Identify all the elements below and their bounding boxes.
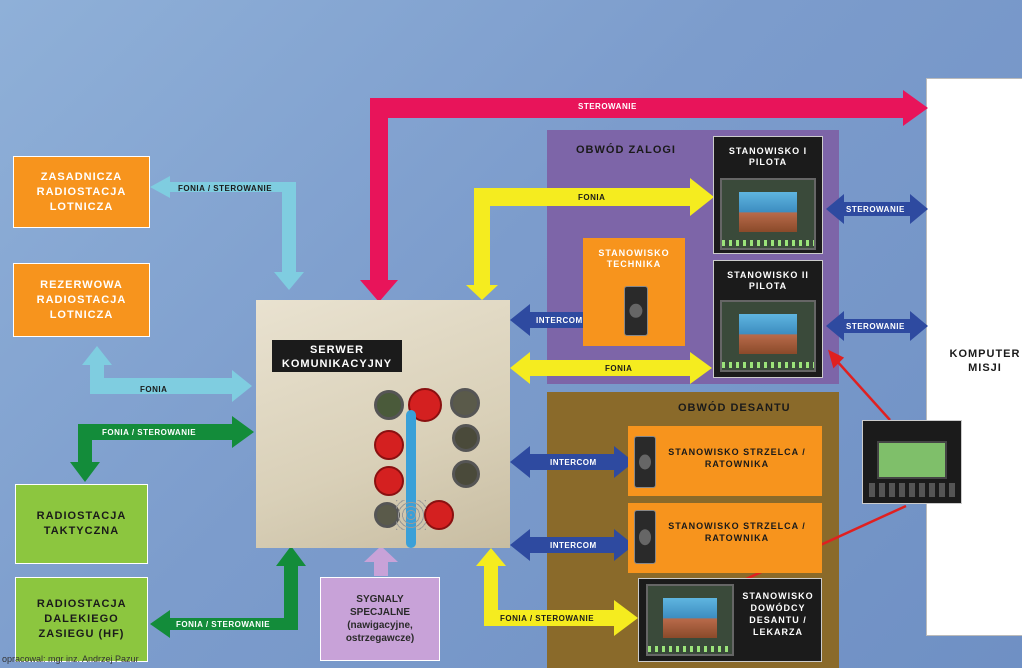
strzelec2-station (628, 503, 822, 573)
fonia-sterowanie-2-arrow (70, 416, 254, 482)
fonia-sterowanie-4-label: FONIA / STEROWANIE (500, 614, 595, 623)
fonia-mid-arrow (510, 352, 712, 384)
sterowanie-p1-label: STEROWANIE (846, 205, 905, 214)
blue-cable (406, 410, 416, 548)
connector (374, 390, 404, 420)
connector (452, 460, 480, 488)
intercom-3-arrow (510, 529, 634, 561)
landing-region-title: OBWÓD DESANTU (678, 402, 791, 414)
fonia-crew-arrow (466, 178, 714, 300)
cdu-keys (869, 483, 957, 497)
dalekiego-radio-box: RADIOSTACJA DALEKIEGO ZASIEGU (HF) (15, 577, 148, 662)
strzelec2-station-label: STANOWISKO STRZELCA / RATOWNIKA (668, 521, 806, 543)
sterowanie-top-label: STEROWANIE (578, 102, 637, 111)
connector (452, 424, 480, 452)
dowodca-station-label: STANOWISKO DOWÓDCY DESANTU / LEKARZA (742, 591, 814, 637)
vent-grid (396, 500, 426, 530)
fonia-sterowanie-3-label: FONIA / STEROWANIE (176, 620, 271, 629)
mission-computer-box (926, 78, 1022, 636)
credit-text: opracowal: mgr inz. Andrzej Pazur (2, 654, 139, 664)
server-label: SERWER KOMUNIKACYJNY (272, 340, 402, 372)
signals-arrow (364, 546, 398, 576)
red-plug (374, 466, 404, 496)
strzelec1-station-label: STANOWISKO STRZELCA / RATOWNIKA (668, 447, 806, 469)
sterowanie-top-arrow (360, 90, 928, 302)
strzelec1-intercom-device (634, 436, 656, 488)
strzelec1-station (628, 426, 822, 496)
intercom-3-label: INTERCOM (550, 541, 597, 550)
crew-region-title: OBWÓD ZALOGI (576, 144, 676, 156)
server-photo (256, 300, 510, 548)
red-plug (374, 430, 404, 460)
fonia-sterowanie-1-arrow (150, 176, 304, 290)
technik-station-label: STANOWISKO TECHNIKA (598, 248, 670, 269)
signals-box: SYGNALY SPECJALNE (nawigacyjne, ostrzega… (320, 577, 440, 661)
taktyczna-radio-box: RADIOSTACJA TAKTYCZNA (15, 484, 148, 564)
sterowanie-p2-label: STEROWANIE (846, 322, 905, 331)
pilot2-station-label: STANOWISKO II PILOTA (727, 270, 809, 291)
fonia-left-label: FONIA (140, 385, 168, 394)
sterowanie-p1-arrow (826, 194, 928, 224)
pilot1-mfd (720, 178, 816, 250)
red-plug (424, 500, 454, 530)
technik-intercom-device (624, 286, 648, 336)
intercom-2-label: INTERCOM (550, 458, 597, 467)
rezerwowa-radio-box: REZERWOWA RADIOSTACJA LOTNICZA (13, 263, 150, 337)
intercom-2-arrow (510, 446, 634, 478)
fonia-sterowanie-1-label: FONIA / STEROWANIE (178, 184, 273, 193)
fonia-mid-label: FONIA (605, 364, 633, 373)
control-display-unit (862, 420, 962, 504)
pilot2-mfd (720, 300, 816, 372)
mission-computer-label: KOMPUTER MISJI (949, 348, 1021, 374)
fonia-sterowanie-3-arrow (150, 546, 306, 638)
cdu-screen (877, 441, 947, 479)
fonia-crew-label: FONIA (578, 193, 606, 202)
dowodca-mfd (646, 584, 734, 656)
connector (450, 388, 480, 418)
pilot1-station-label: STANOWISKO I PILOTA (728, 146, 808, 167)
sterowanie-p2-arrow (826, 311, 928, 341)
intercom-1-label: INTERCOM (536, 316, 583, 325)
fonia-sterowanie-4-arrow (476, 548, 638, 636)
strzelec2-intercom-device (634, 510, 656, 564)
zasadnicza-radio-box: ZASADNICZA RADIOSTACJA LOTNICZA (13, 156, 150, 228)
fonia-sterowanie-2-label: FONIA / STEROWANIE (102, 428, 197, 437)
fonia-left-arrow (82, 346, 252, 402)
